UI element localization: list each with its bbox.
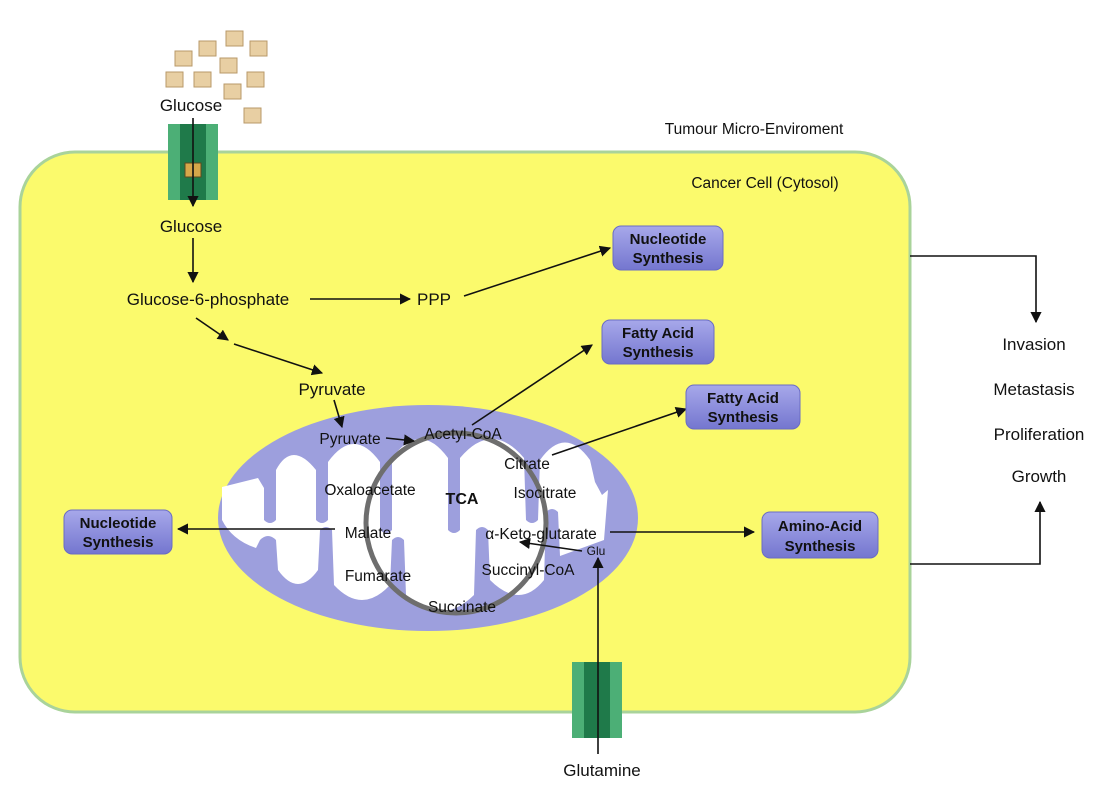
succinyl-coa-label: Succinyl-CoA xyxy=(481,562,575,579)
glucose-particle xyxy=(249,40,268,57)
glucose-particle xyxy=(198,40,217,57)
glucose-particle xyxy=(193,71,212,88)
glu-label: Glu xyxy=(587,544,606,558)
g6p-label: Glucose-6-phosphate xyxy=(127,290,290,309)
box-line-2: Synthesis xyxy=(633,250,704,267)
glucose-particles xyxy=(165,30,268,124)
nucleotide-synthesis-box-top: Nucleotide Synthesis xyxy=(612,225,724,271)
glucose-particle xyxy=(225,30,244,47)
pyruvate-mito-label: Pyruvate xyxy=(319,431,380,448)
box-line-2: Synthesis xyxy=(785,538,856,555)
isocitrate-label: Isocitrate xyxy=(514,485,577,502)
box-line-1: Nucleotide xyxy=(630,231,707,248)
outcome-proliferation: Proliferation xyxy=(994,425,1085,444)
nucleotide-synthesis-box-left: Nucleotide Synthesis xyxy=(63,509,173,555)
citrate-label: Citrate xyxy=(504,456,550,473)
box-line-1: Nucleotide xyxy=(80,515,157,532)
outcome-metastasis: Metastasis xyxy=(993,380,1074,399)
glucose-particle xyxy=(246,71,265,88)
box-line-1: Amino-Acid xyxy=(778,518,862,535)
tca-cycle-ring xyxy=(363,430,549,616)
glutamine-label: Glutamine xyxy=(563,761,640,780)
mitochondrion xyxy=(218,405,638,631)
amino-acid-synthesis-box: Amino-Acid Synthesis xyxy=(761,511,879,559)
cancer-cell-label: Cancer Cell (Cytosol) xyxy=(691,175,838,192)
akg-label: α-Keto-glutarate xyxy=(485,526,597,543)
box-line-2: Synthesis xyxy=(83,534,154,551)
glucose-particle xyxy=(243,107,262,124)
glucose-outside-label: Glucose xyxy=(160,96,222,115)
box-line-1: Fatty Acid xyxy=(622,325,694,342)
glucose-transporter xyxy=(168,118,218,208)
box-line-2: Synthesis xyxy=(623,344,694,361)
pathway-arrows xyxy=(176,238,1046,754)
glucose-particle xyxy=(174,50,193,67)
acetyl-coa-label: Acetyl-CoA xyxy=(424,426,502,443)
glucose-inside-label: Glucose xyxy=(160,217,222,236)
glutamine-transporter xyxy=(572,662,622,738)
fatty-acid-synthesis-box-1: Fatty Acid Synthesis xyxy=(601,319,715,365)
ppp-label: PPP xyxy=(417,290,451,309)
tca-label: TCA xyxy=(446,491,479,508)
pyruvate-cytosol-label: Pyruvate xyxy=(298,380,365,399)
oxaloacetate-label: Oxaloacetate xyxy=(324,482,415,499)
succinate-label: Succinate xyxy=(428,599,496,616)
box-line-2: Synthesis xyxy=(708,409,779,426)
mitochondrion-cristae xyxy=(222,439,608,612)
glucose-particle xyxy=(219,57,238,74)
fumarate-label: Fumarate xyxy=(345,568,411,585)
glucose-particle xyxy=(223,83,242,100)
outcome-invasion: Invasion xyxy=(1002,335,1065,354)
fatty-acid-synthesis-box-2: Fatty Acid Synthesis xyxy=(685,384,801,430)
malate-label: Malate xyxy=(345,525,392,542)
outcome-growth: Growth xyxy=(1012,467,1067,486)
box-line-1: Fatty Acid xyxy=(707,390,779,407)
tumour-environment-label: Tumour Micro-Enviroment xyxy=(665,121,844,138)
glucose-particle xyxy=(165,71,184,88)
